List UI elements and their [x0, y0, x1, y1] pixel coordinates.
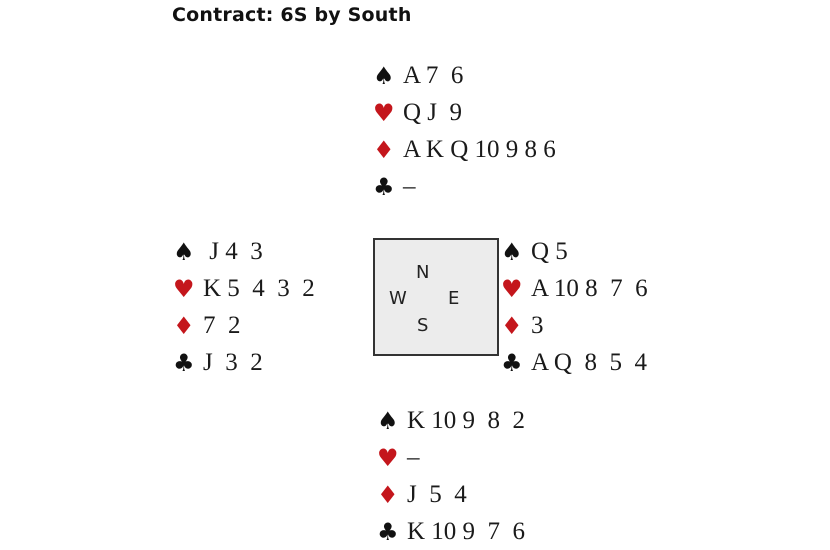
compass-south: S: [417, 315, 429, 336]
club-icon: ♣: [377, 517, 399, 546]
north-clubs-row: ♣–: [373, 168, 556, 205]
west-spades: J 4 3: [203, 237, 263, 265]
south-diamonds-row: ♦ J 5 4: [377, 476, 525, 513]
north-diamonds-row: ♦ A K Q 10 9 8 6: [373, 131, 556, 168]
compass-box: N W E S: [373, 238, 499, 356]
north-diamonds: A K Q 10 9 8 6: [403, 135, 556, 163]
spade-icon: ♠: [373, 61, 395, 90]
west-hearts: K 5 4 3 2: [203, 274, 315, 302]
diamond-icon: ♦: [501, 311, 523, 340]
north-spades-row: ♠ A 7 6: [373, 57, 556, 94]
spade-icon: ♠: [377, 406, 399, 435]
north-hearts-row: ♥ Q J 9: [373, 94, 556, 131]
heart-icon: ♥: [501, 274, 523, 303]
east-hearts-row: ♥ A 10 8 7 6: [501, 270, 648, 307]
south-clubs: K 10 9 7 6: [407, 517, 526, 545]
west-diamonds-row: ♦ 7 2: [173, 307, 315, 344]
south-hand: ♠ K 10 9 8 2 ♥– ♦ J 5 4 ♣ K 10 9 7 6: [377, 402, 525, 550]
club-icon: ♣: [501, 348, 523, 377]
diamond-icon: ♦: [373, 135, 395, 164]
east-hand: ♠Q 5 ♥A 10 8 7 6 ♦3 ♣A Q 8 5 4: [501, 233, 648, 381]
heart-icon: ♥: [173, 274, 195, 303]
east-diamonds-row: ♦3: [501, 307, 648, 344]
club-icon: ♣: [373, 172, 395, 201]
diamond-icon: ♦: [377, 480, 399, 509]
heart-icon: ♥: [373, 98, 395, 127]
north-hearts: Q J 9: [403, 98, 463, 126]
north-hand: ♠ A 7 6 ♥ Q J 9 ♦ A K Q 10 9 8 6 ♣–: [373, 57, 556, 205]
contract-title: Contract: 6S by South: [172, 4, 412, 26]
east-spades-row: ♠ Q 5: [501, 233, 648, 270]
diamond-icon: ♦: [173, 311, 195, 340]
south-spades: K 10 9 8 2: [407, 406, 526, 434]
east-clubs-row: ♣ A Q 8 5 4: [501, 344, 648, 381]
east-hearts: A 10 8 7 6: [531, 274, 648, 302]
compass-north: N: [416, 262, 430, 283]
north-spades: A 7 6: [403, 61, 464, 89]
south-hearts: –: [407, 443, 420, 471]
east-diamonds: 3: [531, 311, 544, 339]
spade-icon: ♠: [501, 237, 523, 266]
west-clubs-row: ♣ J 3 2: [173, 344, 315, 381]
spade-icon: ♠: [173, 237, 195, 266]
south-diamonds: J 5 4: [407, 480, 467, 508]
west-hearts-row: ♥ K 5 4 3 2: [173, 270, 315, 307]
east-spades: Q 5: [531, 237, 568, 265]
north-clubs: –: [403, 172, 416, 200]
heart-icon: ♥: [377, 443, 399, 472]
club-icon: ♣: [173, 348, 195, 377]
compass-west: W: [389, 288, 407, 309]
south-hearts-row: ♥–: [377, 439, 525, 476]
compass-east: E: [448, 288, 460, 309]
south-spades-row: ♠ K 10 9 8 2: [377, 402, 525, 439]
east-clubs: A Q 8 5 4: [531, 348, 647, 376]
west-hand: ♠ J 4 3 ♥ K 5 4 3 2 ♦ 7 2 ♣ J 3 2: [173, 233, 315, 381]
west-spades-row: ♠ J 4 3: [173, 233, 315, 270]
west-diamonds: 7 2: [203, 311, 241, 339]
south-clubs-row: ♣ K 10 9 7 6: [377, 513, 525, 550]
west-clubs: J 3 2: [203, 348, 263, 376]
